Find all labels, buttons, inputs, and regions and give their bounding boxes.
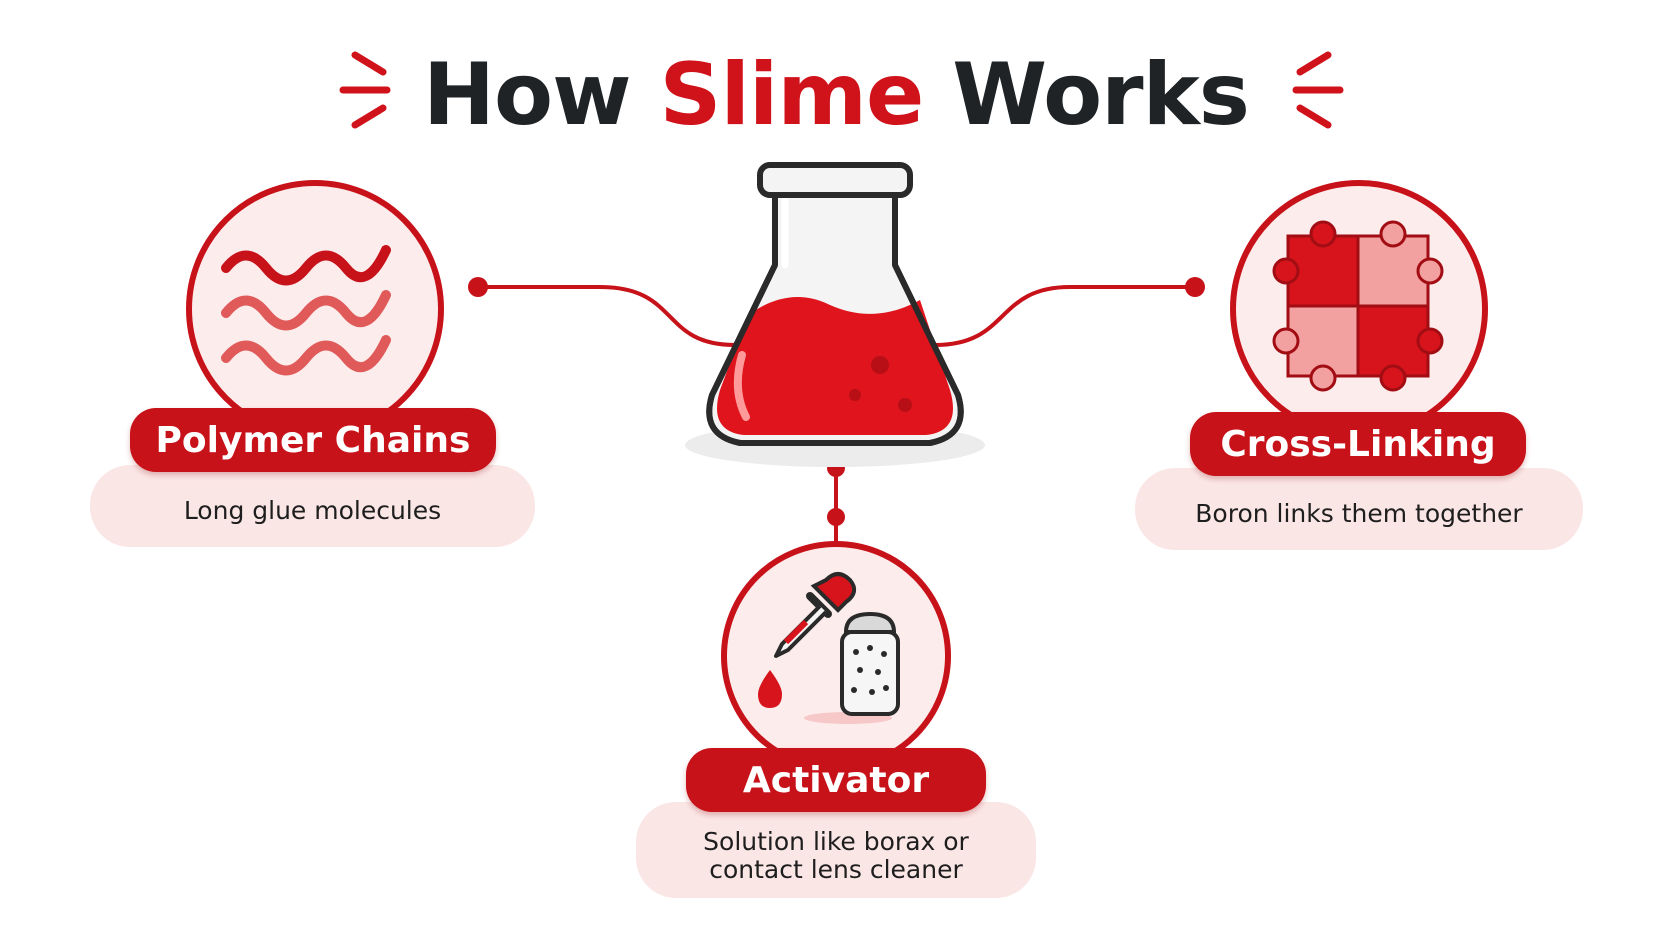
activator-description-line-1: Solution like borax or bbox=[703, 827, 969, 856]
polymer-chains-label: Polymer Chains bbox=[130, 408, 496, 472]
title-word-works: Works bbox=[952, 45, 1250, 145]
title-word-how: How bbox=[423, 45, 632, 145]
spark-left-icon bbox=[339, 51, 391, 129]
puzzle-pieces-icon bbox=[1228, 178, 1490, 440]
wavy-line-3-icon bbox=[221, 335, 391, 376]
flask-icon bbox=[680, 155, 990, 475]
connector-dot-polymer bbox=[468, 277, 488, 297]
connector-crosslink bbox=[934, 285, 1195, 347]
activator-description: Solution like borax or contact lens clea… bbox=[636, 802, 1036, 898]
polymer-chains-description: Long glue molecules bbox=[90, 465, 535, 547]
connector-polymer bbox=[478, 285, 736, 347]
salt-shaker-icon bbox=[840, 611, 900, 716]
activator-description-line-2: contact lens cleaner bbox=[709, 855, 963, 884]
drop-icon bbox=[758, 670, 782, 708]
wavy-line-1-icon bbox=[221, 245, 391, 286]
page-title: How Slime Works bbox=[0, 40, 1672, 150]
wavy-line-2-icon bbox=[221, 290, 391, 331]
spark-right-icon bbox=[1292, 51, 1344, 129]
connector-dot-activator bbox=[827, 508, 845, 526]
cross-linking-description: Boron links them together bbox=[1135, 468, 1583, 550]
cross-linking-label: Cross-Linking bbox=[1190, 412, 1526, 476]
dropper-icon bbox=[774, 572, 857, 658]
connector-dot-crosslink bbox=[1185, 277, 1205, 297]
polymer-chains-icon bbox=[184, 178, 446, 440]
dropper-and-shaker-icon bbox=[720, 540, 952, 772]
title-word-slime: Slime bbox=[659, 45, 925, 145]
activator-label: Activator bbox=[686, 748, 986, 812]
